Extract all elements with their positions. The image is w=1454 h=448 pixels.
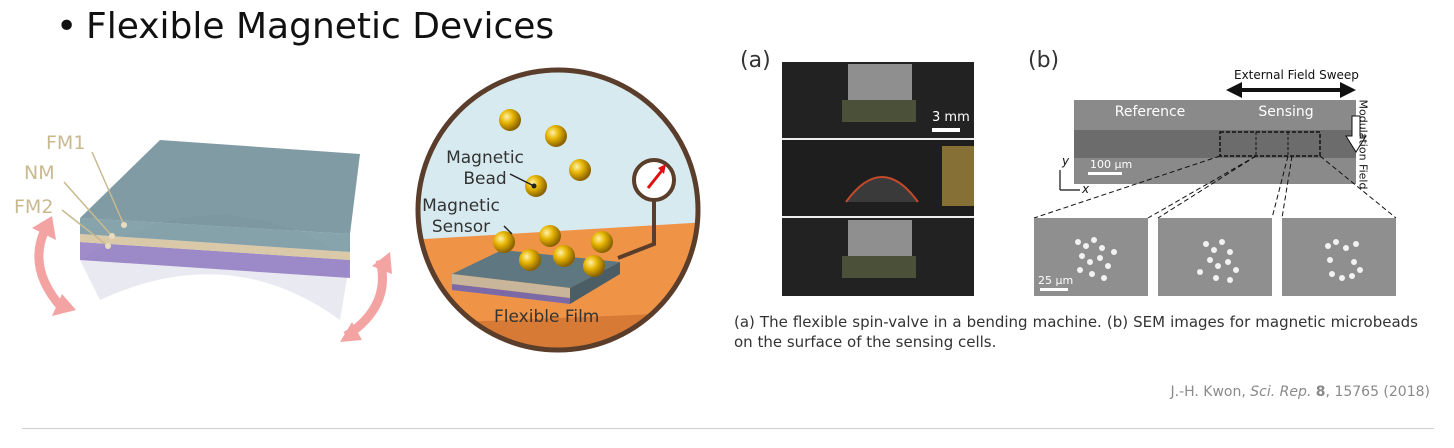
left-bend-arrow [34, 230, 66, 311]
panel-b-label: (b) [1028, 48, 1060, 73]
y-axis-label: y [1062, 154, 1070, 168]
magnetic-bead [591, 231, 613, 253]
bead-cluster-2 [1197, 239, 1239, 283]
magnetic-bead [499, 109, 521, 131]
biosensor-circle-diagram: Magnetic Bead Magnetic Sensor Flexible F… [408, 62, 708, 362]
bead-label-line2: Bead [463, 169, 507, 189]
citation-journal: Sci. Rep. [1250, 384, 1312, 400]
scale-bar-sem [1040, 288, 1068, 291]
reference-label: Reference [1114, 104, 1186, 120]
magnetic-bead [545, 125, 567, 147]
bracket-top [848, 64, 912, 100]
magnetic-bead [519, 249, 541, 271]
sensing-cells-box [1219, 131, 1321, 157]
sem-zoom-panel-2 [1158, 218, 1272, 296]
fm1-label: FM1 [46, 132, 86, 154]
circle-frame [415, 67, 701, 353]
zoom-line [1033, 155, 1221, 219]
meter-needle [646, 167, 666, 189]
sweep-arrow-left [1226, 82, 1242, 98]
slide-title: •Flexible Magnetic Devices [56, 6, 554, 47]
sensor-side-right [570, 262, 620, 304]
sem-zoom-panel-3 [1282, 218, 1396, 296]
bead-cluster-3 [1325, 239, 1363, 281]
left-arrow-head-bottom [52, 294, 76, 316]
biosensor-illustration [415, 67, 701, 353]
bead-label-line1: Magnetic [446, 148, 524, 168]
magnetic-bead [553, 245, 575, 267]
figure-caption: (a) The flexible spin-valve in a bending… [734, 313, 1418, 351]
nm-leader-dot [109, 233, 115, 239]
fm1-leader-line [91, 151, 125, 226]
sem-zoom-panel-1 [1034, 218, 1148, 296]
bracket-bottom [848, 220, 912, 256]
bending-photo-illustration [782, 62, 974, 296]
citation-authors: J.-H. Kwon, [1170, 384, 1246, 400]
sensor-side-fm [452, 284, 570, 304]
sweep-arrow-right [1340, 82, 1356, 98]
fm1-leader-dot [121, 222, 127, 228]
citation-volume: 8 [1315, 384, 1326, 400]
magnetic-bead [569, 159, 591, 181]
sensor-leader-line [503, 225, 513, 235]
magnetic-bead [493, 231, 515, 253]
bead-leader-line [509, 173, 535, 187]
magnetic-bead [539, 225, 561, 247]
left-arrow-head-top [32, 216, 56, 240]
nm-leader-line [63, 181, 113, 237]
scale-bar-main-label: 100 μm [1090, 158, 1133, 171]
sensor-side-nm [452, 274, 570, 298]
modulation-arrow [1345, 115, 1367, 153]
right-arrow-head-bottom [340, 322, 362, 342]
meter-needle-head [658, 164, 666, 174]
scale-bar-a-label: 3 mm [932, 110, 970, 125]
nm-label: NM [24, 162, 55, 184]
zoom-line [1319, 155, 1397, 219]
sem-illustration [1033, 82, 1397, 296]
zoom-line [1147, 155, 1257, 219]
fm2-leader-line [61, 209, 109, 247]
flat-film-2 [842, 256, 916, 278]
field-sweep-label: External Field Sweep [1234, 68, 1359, 82]
zoom-line [1271, 155, 1289, 219]
sensing-label: Sensing [1258, 104, 1314, 120]
bead-cluster-1 [1075, 237, 1117, 281]
sem-figure: External Field Sweep [1030, 66, 1400, 298]
footer-divider [22, 428, 1434, 429]
sensor-label-line1: Magnetic [422, 196, 500, 216]
fm2-label: FM2 [14, 196, 54, 218]
panel-a-label: (a) [740, 48, 771, 73]
magnetic-sensor-label: Magnetic Sensor [416, 196, 506, 238]
scale-bar-a [932, 128, 960, 132]
sensor-label-line2: Sensor [431, 217, 491, 237]
flexible-film-label: Flexible Film [494, 307, 600, 327]
fm2-leader-dot [105, 243, 111, 249]
magnetic-bead-label: Magnetic Bead [440, 148, 530, 190]
scale-bar-sem-label: 25 μm [1038, 274, 1074, 287]
fm2-layer-side [80, 242, 350, 278]
trilayer-illustration [32, 140, 392, 342]
right-arrow-head-top [372, 252, 392, 274]
zoom-line [1157, 155, 1257, 219]
bending-gear [942, 146, 974, 206]
bending-machine-photo: 3 mm [782, 62, 974, 296]
fm1-layer-side [80, 218, 350, 252]
bullet-marker: • [56, 6, 78, 47]
nm-layer-side [80, 234, 350, 260]
flat-film-1 [842, 100, 916, 122]
sensor-track [1074, 130, 1356, 158]
scale-bar-main [1088, 172, 1122, 175]
citation-pages: , 15765 (2018) [1325, 384, 1430, 400]
bent-film [845, 176, 919, 203]
citation: J.-H. Kwon, Sci. Rep. 8, 15765 (2018) [1170, 384, 1430, 400]
flexible-trilayer-diagram: FM1 NM FM2 [0, 110, 410, 350]
bead-leader-dot [531, 183, 537, 189]
fm1-layer-top [80, 140, 360, 234]
modulation-field-label: Modulation Field [1356, 99, 1370, 190]
zoom-line [1281, 155, 1293, 219]
x-axis-label: x [1082, 182, 1090, 196]
slide-title-text: Flexible Magnetic Devices [86, 6, 555, 47]
sensor-wire [617, 200, 656, 260]
magnetic-bead [583, 255, 605, 277]
